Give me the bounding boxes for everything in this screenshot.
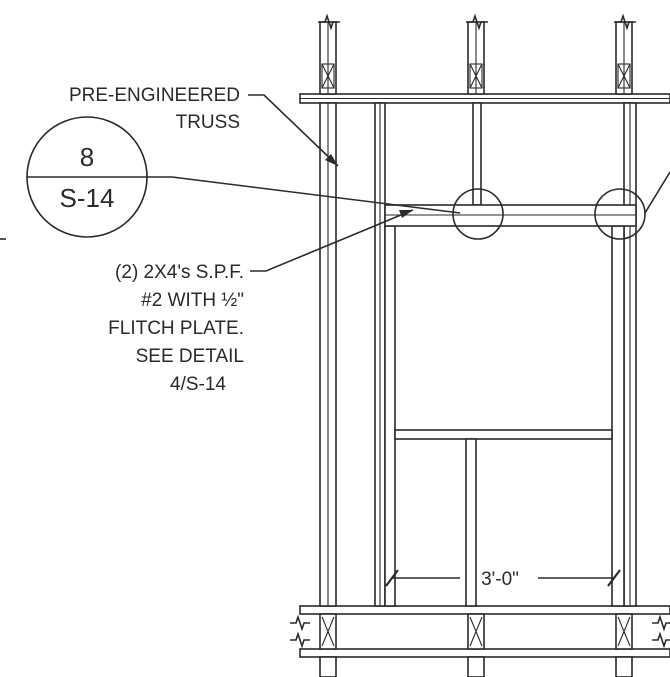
flitch-leader (250, 209, 414, 272)
dimension-3ft: 3'-0" (385, 569, 621, 590)
lower-stud-right (615, 613, 633, 677)
lower-stud-middle (467, 613, 485, 677)
detail-circle-right (594, 188, 646, 240)
truss-label-line1: PRE-ENGINEERED (69, 85, 240, 106)
truss-leader (248, 94, 339, 167)
stud-right-outer (623, 102, 637, 607)
flitch-label-line2: #2 WITH ½" (141, 290, 244, 311)
floor-break-lines (290, 614, 670, 649)
truss-label-line2: TRUSS (176, 112, 240, 133)
bubble-leader (147, 176, 461, 214)
detail-number: 8 (80, 142, 94, 172)
top-plate (299, 93, 670, 104)
cripple-stud-bottom (465, 438, 477, 607)
detail-circle-left (452, 188, 504, 240)
stud-left-outer (319, 102, 337, 607)
jack-stud-left (384, 225, 396, 607)
flitch-leader-arrow (399, 210, 413, 218)
sill-plate (394, 429, 613, 440)
truss-leader-arrow (325, 154, 338, 166)
flitch-label-line3: FLITCH PLATE. (108, 318, 244, 339)
dimension-label: 3'-0" (481, 569, 519, 590)
truss-note: PRE-ENGINEERED TRUSS (69, 85, 339, 167)
bottom-plate (299, 605, 670, 658)
jack-stud-right (611, 225, 625, 607)
detail-sheet: S-14 (60, 183, 115, 213)
upper-stud-right (614, 13, 636, 95)
detail-leader-right (644, 171, 670, 214)
flitch-label-line1: (2) 2X4's S.P.F. (115, 262, 244, 283)
stud-left-inner (374, 102, 386, 607)
flitch-note: (2) 2X4's S.P.F. #2 WITH ½" FLITCH PLATE… (108, 209, 414, 395)
detail-bubble: 8 S-14 (26, 116, 461, 238)
lower-stud-left (319, 613, 337, 677)
flitch-label-line5: 4/S-14 (170, 374, 226, 395)
flitch-label-line4: SEE DETAIL (136, 346, 244, 367)
upper-stud-middle (466, 13, 488, 95)
header-beam (384, 204, 637, 227)
upper-stud-left (318, 13, 340, 95)
